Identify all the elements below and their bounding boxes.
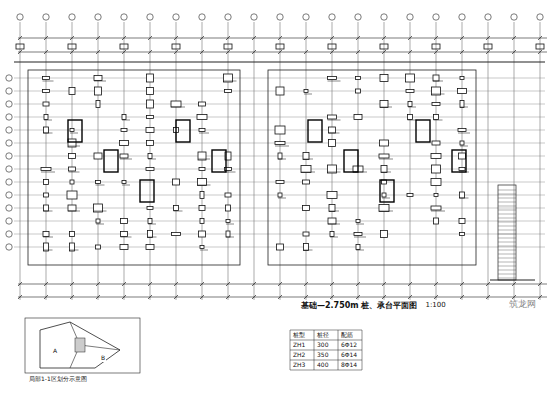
table-cell: ZH3	[292, 362, 306, 369]
watermark: 筑龙网	[508, 300, 537, 310]
table-cell: 6Φ14	[340, 352, 358, 359]
table-cell: 6Φ12	[340, 342, 358, 349]
key-plan-label: B	[100, 355, 106, 362]
elevation-sketch	[490, 185, 535, 280]
scale-note: 1:100	[424, 302, 446, 310]
table-cell: 配筋	[340, 332, 354, 339]
drawing-title: 基础—2.750m 桩、承台平面图	[300, 302, 418, 311]
table-cell: 400	[316, 362, 329, 369]
table-cell: 300	[316, 342, 329, 349]
table-cell: ZH2	[292, 352, 306, 359]
table-cell: 350	[316, 352, 329, 359]
table-cell: 桩径	[316, 332, 330, 339]
table-cell: ZH1	[292, 342, 306, 349]
key-plan-label: 局部1-1区划分示意图	[28, 376, 88, 383]
key-plan	[25, 318, 140, 373]
table-cell: 8Φ14	[340, 362, 358, 369]
axis-grid	[6, 14, 547, 300]
key-plan-label: A	[52, 348, 58, 355]
table-cell: 桩型	[292, 332, 306, 339]
pile-table	[290, 330, 362, 370]
pile-caps	[16, 44, 544, 251]
